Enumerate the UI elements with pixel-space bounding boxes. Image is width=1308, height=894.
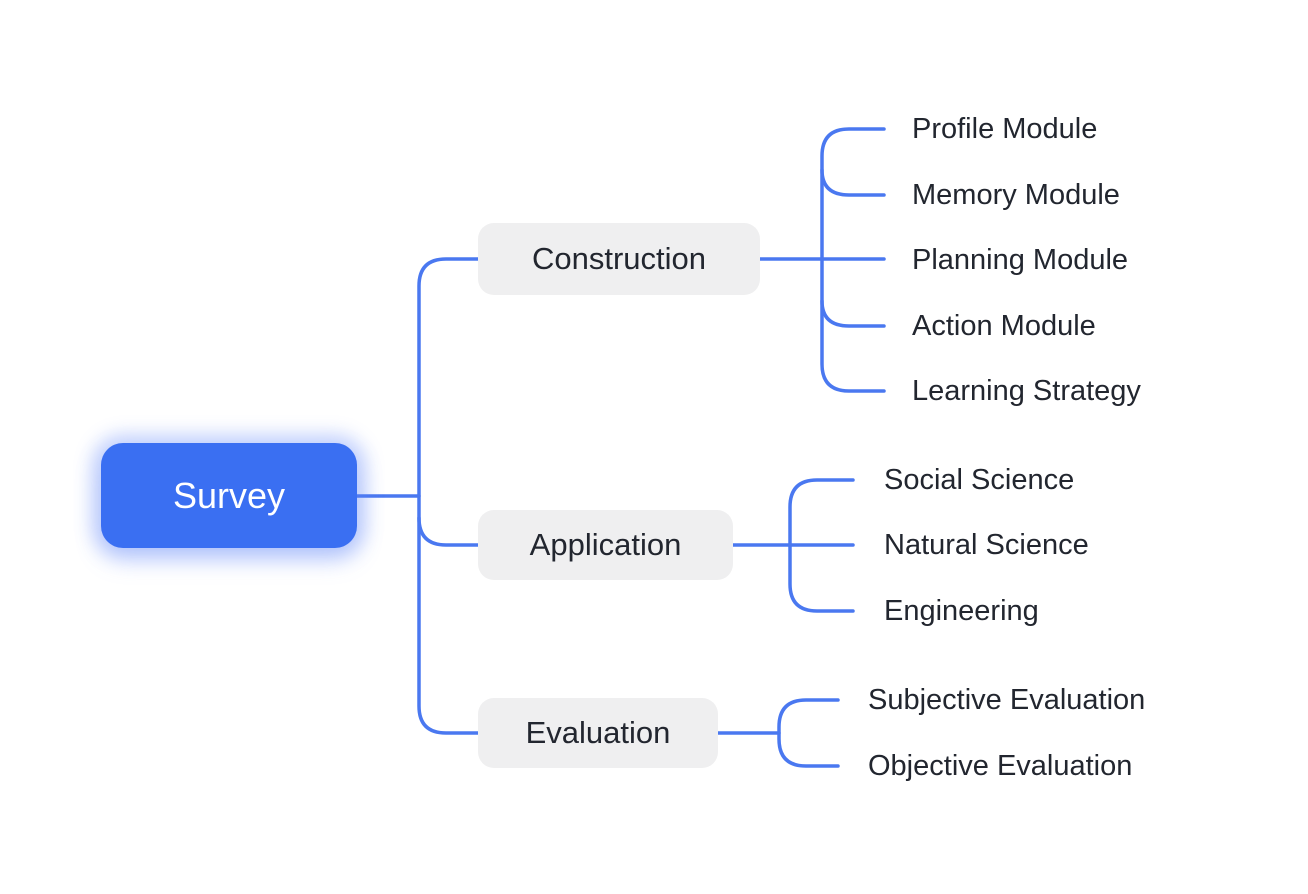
leaf-profile-module[interactable]: Profile Module (912, 113, 1098, 145)
node-application-label: Application (529, 527, 682, 562)
edge-main-trunk (417, 257, 480, 735)
edge-construction-trunk (820, 127, 886, 393)
edge-application-branch (417, 516, 480, 547)
node-construction-label: Construction (531, 241, 707, 276)
edge-construction-action (820, 299, 886, 328)
leaf-planning-module[interactable]: Planning Module (912, 244, 1129, 276)
node-application[interactable]: Application (478, 510, 733, 580)
leaf-engineering[interactable]: Engineering (884, 595, 1039, 627)
leaf-subjective-evaluation[interactable]: Subjective Evaluation (868, 684, 1146, 716)
node-survey[interactable]: Survey (101, 443, 357, 548)
node-survey-label: Survey (172, 474, 286, 516)
leaf-learning-strategy[interactable]: Learning Strategy (912, 375, 1141, 407)
leaf-social-science[interactable]: Social Science (884, 464, 1075, 496)
edge-evaluation-trunk (777, 698, 840, 768)
edge-application-trunk (788, 478, 855, 613)
edge-construction-memory (820, 168, 886, 197)
node-evaluation[interactable]: Evaluation (478, 698, 718, 768)
leaf-natural-science[interactable]: Natural Science (884, 529, 1089, 561)
leaf-action-module[interactable]: Action Module (912, 310, 1096, 342)
leaf-objective-evaluation[interactable]: Objective Evaluation (868, 750, 1133, 782)
node-construction[interactable]: Construction (478, 223, 760, 295)
node-evaluation-label: Evaluation (525, 715, 671, 750)
leaf-memory-module[interactable]: Memory Module (912, 179, 1120, 211)
